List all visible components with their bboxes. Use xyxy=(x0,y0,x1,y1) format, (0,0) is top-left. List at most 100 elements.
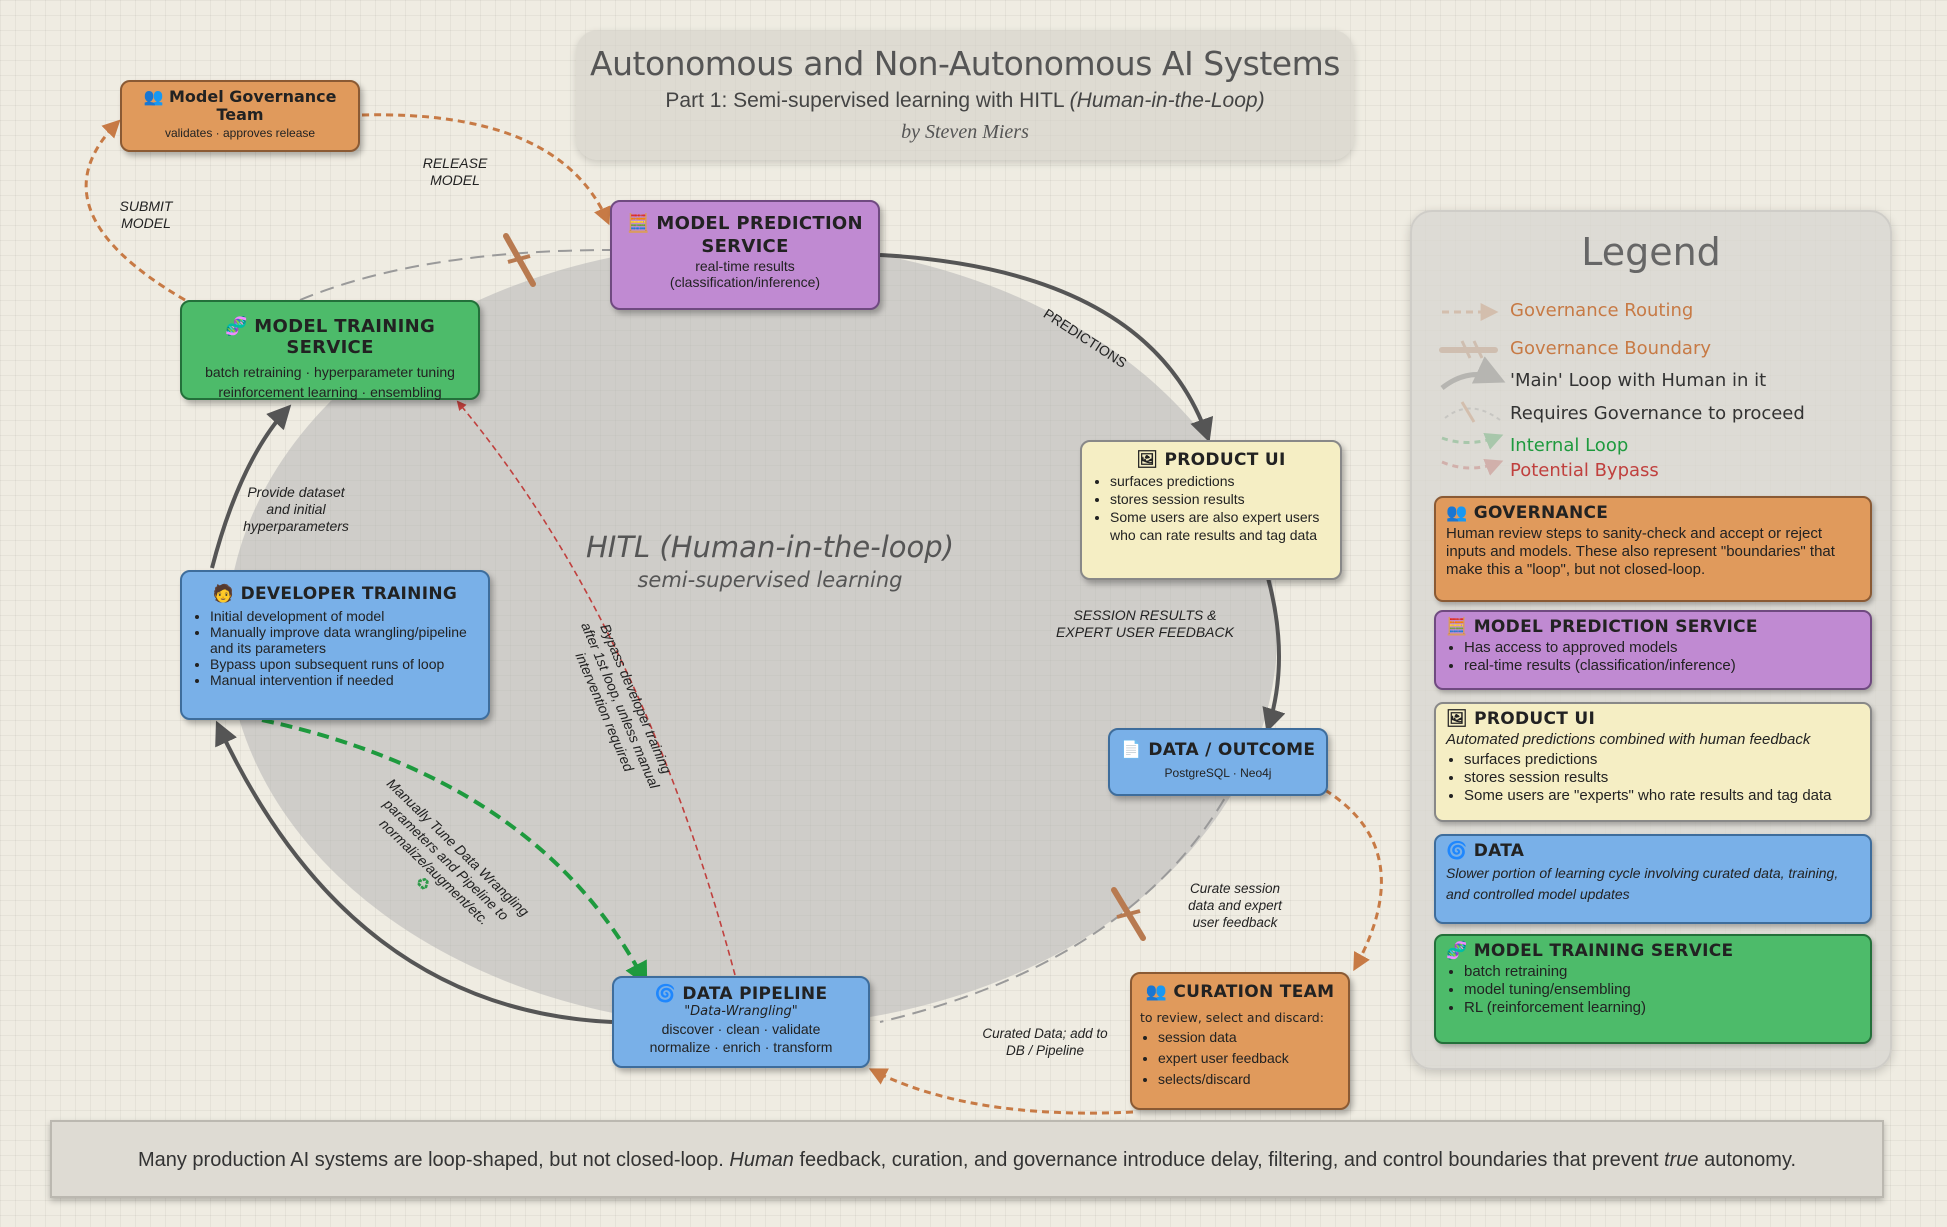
node-title: DATA PIPELINE xyxy=(682,984,828,1004)
label-curate: Curate session data and expert user feed… xyxy=(1170,880,1300,931)
node-detail-1: batch retraining · hyperparameter tuning xyxy=(205,364,455,380)
label-line: DB / Pipeline xyxy=(1005,1043,1085,1058)
governance-boundary-top xyxy=(503,233,536,287)
label-line: EXPERT USER FEEDBACK xyxy=(1056,624,1234,640)
arrow-release-model xyxy=(361,113,611,226)
node-detail-2: normalize · enrich · transform xyxy=(649,1039,833,1055)
legend-row-internal-loop: Internal Loop xyxy=(1510,435,1629,456)
node-detail-1: discover · clean · validate xyxy=(661,1021,821,1037)
legend-card-prediction: 🧮 MODEL PREDICTION SERVICE Has access to… xyxy=(1434,610,1872,690)
subtitle-text: Part 1: Semi-supervised learning with HI… xyxy=(665,89,1070,112)
label-line: data and expert xyxy=(1188,898,1282,913)
node-detail-2: reinforcement learning · ensembling xyxy=(218,384,442,400)
node-detail-1: real-time results xyxy=(695,258,795,274)
label-line: MODEL xyxy=(121,215,171,231)
node-tagline: "Data-Wrangling" xyxy=(684,1004,798,1019)
cyclone-icon: 🌀 xyxy=(654,984,677,1004)
list-item: Initial development of model xyxy=(210,608,478,624)
subtitle-italic: (Human-in-the-Loop) xyxy=(1069,89,1265,112)
label-line: RELEASE xyxy=(422,155,488,171)
label-session-results: SESSION RESULTS & EXPERT USER FEEDBACK xyxy=(1035,607,1255,641)
data-pipeline-node[interactable]: 🌀 DATA PIPELINE "Data-Wrangling" discove… xyxy=(612,976,870,1068)
cyclone-icon: 🌀 xyxy=(1446,841,1468,861)
card-list: Has access to approved models real-time … xyxy=(1446,639,1860,675)
footer-emphasis: true xyxy=(1664,1149,1699,1171)
list-item: surfaces predictions xyxy=(1110,472,1330,490)
list-item: session data xyxy=(1158,1027,1340,1048)
node-title: DATA / OUTCOME xyxy=(1148,740,1316,760)
legend-card-data: 🌀 DATA Slower portion of learning cycle … xyxy=(1434,834,1872,924)
model-prediction-service-node[interactable]: 🧮 MODEL PREDICTION SERVICE real-time res… xyxy=(610,200,880,310)
card-title: MODEL TRAINING SERVICE xyxy=(1473,941,1734,961)
label-line: hyperparameters xyxy=(243,518,349,534)
people-icon: 👥 xyxy=(143,87,164,106)
node-title: MODEL TRAINING SERVICE xyxy=(254,316,436,358)
node-title: MODEL PREDICTION SERVICE xyxy=(656,213,863,257)
document-icon: 📄 xyxy=(1120,740,1143,760)
label-line: Provide dataset xyxy=(247,484,345,500)
legend-card-governance: 👥 GOVERNANCE Human review steps to sanit… xyxy=(1434,496,1872,602)
developer-training-list: Initial development of model Manually im… xyxy=(192,608,478,688)
card-intro: Automated predictions combined with huma… xyxy=(1446,731,1811,748)
label-release-model: RELEASE MODEL xyxy=(405,155,505,189)
arrow-internal-loop xyxy=(261,718,648,987)
card-title: GOVERNANCE xyxy=(1473,503,1609,523)
node-title: PRODUCT UI xyxy=(1164,450,1286,470)
center-sub: semi-supervised learning xyxy=(637,568,903,592)
list-item: Bypass upon subsequent runs of loop xyxy=(210,656,478,672)
list-item: batch retraining xyxy=(1464,963,1860,981)
list-item: RL (reinforcement learning) xyxy=(1464,999,1860,1017)
product-ui-list: surfaces predictions stores session resu… xyxy=(1092,472,1330,544)
abacus-icon: 🧮 xyxy=(1446,617,1468,637)
center-label: HITL (Human-in-the-loop) semi-supervised… xyxy=(560,530,980,592)
curation-team-node[interactable]: 👥 CURATION TEAM to review, select and di… xyxy=(1130,972,1350,1110)
list-item: real-time results (classification/infere… xyxy=(1464,657,1860,675)
developer-training-node[interactable]: 🧑 DEVELOPER TRAINING Initial development… xyxy=(180,570,490,720)
legend-row-requires-governance: Requires Governance to proceed xyxy=(1510,403,1805,424)
arrow-potential-bypass xyxy=(456,400,736,976)
node-title: DEVELOPER TRAINING xyxy=(240,584,458,604)
node-detail-2: (classification/inference) xyxy=(669,274,821,290)
label-submit-model: SUBMIT MODEL xyxy=(96,198,196,232)
arrow-submit-model xyxy=(84,119,186,302)
hitl-loop-ellipse xyxy=(227,243,1277,1027)
label-line: user feedback xyxy=(1192,915,1278,930)
list-item: Some users are also expert users who can… xyxy=(1110,508,1330,544)
people-icon: 👥 xyxy=(1145,982,1168,1002)
label-curated-data: Curated Data; add to DB / Pipeline xyxy=(970,1025,1120,1059)
data-outcome-node[interactable]: 📄 DATA / OUTCOME PostgreSQL · Neo4j xyxy=(1108,728,1328,796)
card-title: MODEL PREDICTION SERVICE xyxy=(1473,617,1758,637)
page-title: Autonomous and Non-Autonomous AI Systems xyxy=(590,44,1340,83)
label-line: Curate session xyxy=(1189,881,1281,896)
legend-row-potential-bypass: Potential Bypass xyxy=(1510,460,1659,481)
list-item: Has access to approved models xyxy=(1464,639,1860,657)
legend-row-governance-routing: Governance Routing xyxy=(1510,300,1694,321)
dna-icon: 🧬 xyxy=(1446,941,1468,961)
card-title: DATA xyxy=(1473,841,1525,861)
footer-text: Many production AI systems are loop-shap… xyxy=(137,1149,730,1171)
card-title: PRODUCT UI xyxy=(1474,709,1596,729)
footer-emphasis: Human xyxy=(729,1149,794,1171)
list-item: selects/discard xyxy=(1158,1069,1340,1090)
list-item: Some users are "experts" who rate result… xyxy=(1464,787,1860,805)
governance-dashed-arc-top xyxy=(299,249,613,301)
product-ui-node[interactable]: 🖼 PRODUCT UI surfaces predictions stores… xyxy=(1080,440,1342,580)
dna-icon: 🧬 xyxy=(224,316,248,337)
legend-card-training: 🧬 MODEL TRAINING SERVICE batch retrainin… xyxy=(1434,934,1872,1044)
byline: by Steven Miers xyxy=(901,121,1029,143)
legend-title: Legend xyxy=(1581,230,1721,274)
label-line: SUBMIT xyxy=(119,198,173,214)
curation-team-list: session data expert user feedback select… xyxy=(1140,1027,1340,1090)
node-title: Model Governance Team xyxy=(169,87,337,124)
title-panel: Autonomous and Non-Autonomous AI Systems… xyxy=(576,30,1354,160)
label-line: SESSION RESULTS & xyxy=(1073,607,1217,623)
list-item: model tuning/ensembling xyxy=(1464,981,1860,999)
arrow-pipeline-to-developer xyxy=(215,720,613,1024)
arrow-curate xyxy=(1324,788,1383,972)
list-item: surfaces predictions xyxy=(1464,751,1860,769)
model-training-service-node[interactable]: 🧬 MODEL TRAINING SERVICE batch retrainin… xyxy=(180,300,480,400)
model-governance-team-node[interactable]: 👥 Model Governance Team validates · appr… xyxy=(120,80,360,152)
footer-note: Many production AI systems are loop-shap… xyxy=(50,1120,1884,1198)
